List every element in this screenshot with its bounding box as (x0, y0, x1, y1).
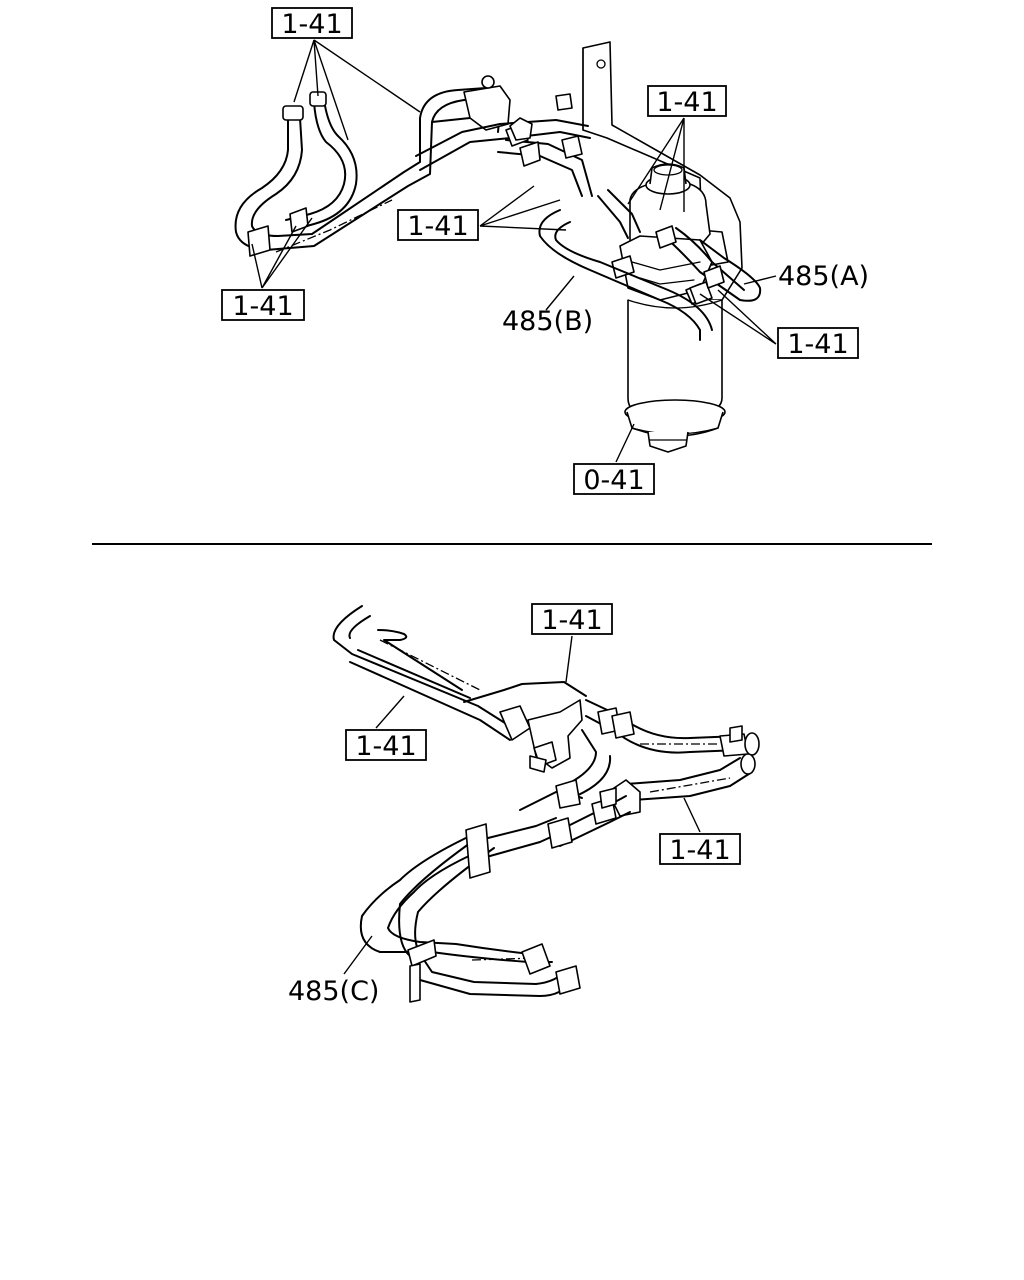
callout-label: 1-41 (407, 211, 468, 242)
upper-left-hose (234, 97, 491, 251)
hose-end-clamp (521, 943, 551, 975)
callout-label: 1-41 (541, 605, 602, 636)
hose-485c (359, 835, 553, 963)
callout-top-right: 1-41 (627, 85, 727, 212)
callout-label: 1-41 (355, 731, 416, 762)
bracket-hole (596, 59, 606, 69)
label-485a: 485(A) (778, 261, 869, 292)
callout-label: 1-41 (669, 835, 730, 866)
part-label-485a: 485(A) (743, 261, 869, 292)
part-label-485c: 485(C) (288, 935, 379, 1007)
callout-bottom-left: 1-41 (221, 217, 313, 322)
hose-end-cap (282, 105, 304, 121)
lower-upper-pipe (332, 605, 517, 731)
callout-label: 0-41 (583, 465, 644, 496)
loop-clamp (407, 939, 437, 967)
bolt (555, 93, 573, 111)
callout-mid-left: 1-41 (397, 185, 567, 242)
callout-lower-left: 1-41 (345, 695, 427, 762)
hose-485b (538, 209, 701, 341)
hose-clamp (247, 225, 271, 257)
lower-assembly-drawing (332, 605, 760, 1003)
callout-label: 1-41 (232, 291, 293, 322)
upper-assembly-drawing (234, 41, 762, 453)
callout-filter: 0-41 (573, 423, 655, 496)
callout-lower-right: 1-41 (659, 797, 741, 866)
hose-485a (663, 235, 762, 302)
callout-lower-top: 1-41 (531, 603, 613, 683)
callout-label: 1-41 (787, 329, 848, 360)
fuel-filter-bowl (627, 300, 723, 415)
callout-right: 1-41 (699, 289, 859, 360)
part-label-485b: 485(B) (502, 275, 593, 337)
callout-label: 1-41 (656, 87, 717, 118)
label-485b: 485(B) (502, 306, 593, 337)
callout-top-left: 1-41 (271, 7, 421, 141)
callout-label: 1-41 (281, 9, 342, 40)
label-485c: 485(C) (288, 976, 379, 1007)
